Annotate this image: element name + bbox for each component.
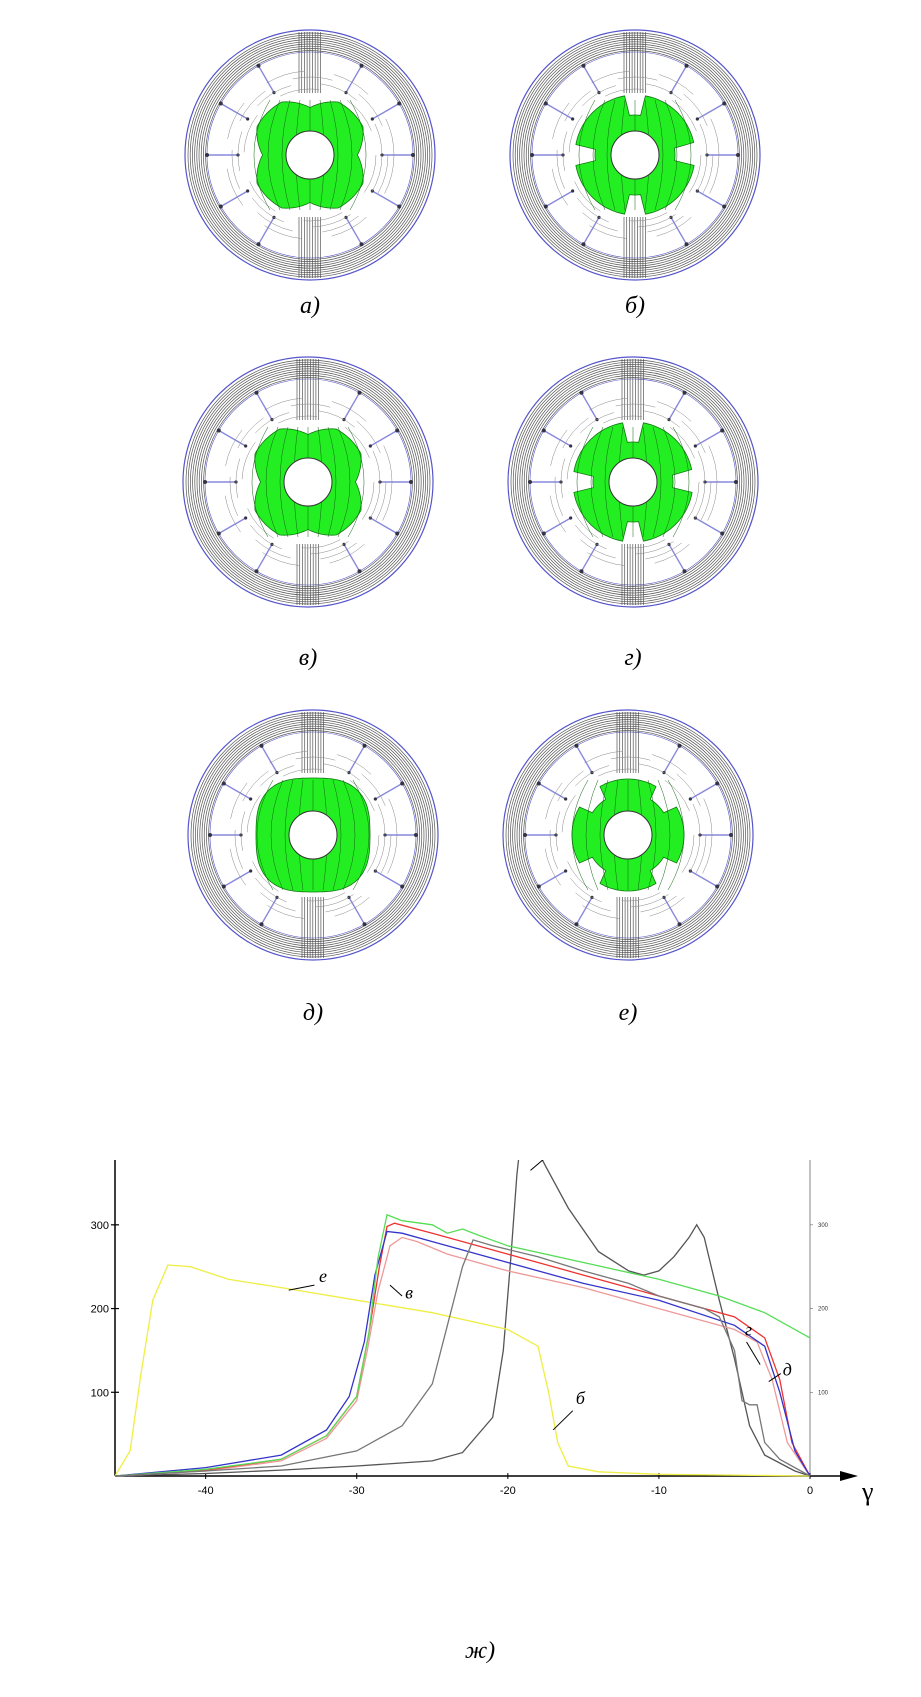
shaft-hole: [610, 130, 660, 180]
annotation-label-е: е: [319, 1266, 327, 1286]
annotation-leader-в: [389, 1284, 403, 1297]
x-tick-label-0: 0: [807, 1485, 813, 1497]
annotation-leader-г: [746, 1341, 761, 1365]
x-axis-arrow: [840, 1471, 858, 1481]
panel-caption-a: а): [300, 293, 320, 319]
y-tick-label-300: 300: [91, 1220, 109, 1232]
series-line-д: [114, 1230, 811, 1477]
chart-series-group: [114, 1160, 811, 1477]
right-tick-label-300: 300: [818, 1223, 829, 1229]
series-line-unlabeled-6: [114, 1239, 811, 1477]
annotation-label-г: г: [745, 1319, 752, 1339]
y-tick-label-100: 100: [91, 1387, 109, 1399]
panel-caption-v: в): [298, 645, 318, 671]
x-tick-label--20: -20: [500, 1485, 516, 1497]
x-axis-label: γ: [861, 1477, 874, 1506]
motor-cross-section-v: [182, 356, 434, 608]
series-line-б: [114, 1264, 811, 1477]
y-tick-label-200: 200: [91, 1304, 109, 1316]
annotation-label-б: б: [576, 1388, 586, 1408]
annotation-label-д: д: [783, 1360, 792, 1380]
motor-cross-section-e: [502, 709, 754, 961]
annotation-label-в: в: [405, 1283, 413, 1303]
panel-caption-e: е): [618, 1000, 638, 1026]
series-line-а: [114, 1160, 811, 1477]
right-tick-label-100: 100: [818, 1390, 829, 1396]
chart-annotation-group: аевгдб: [288, 1160, 792, 1431]
motor-cross-section-b: [509, 29, 761, 281]
annotation-leader-б: [552, 1410, 574, 1431]
shaft-hole: [603, 810, 653, 860]
motor-cross-section-g: [507, 356, 759, 608]
x-tick-label--30: -30: [349, 1485, 365, 1497]
panel-caption-b: б): [624, 293, 646, 319]
x-tick-label--10: -10: [651, 1485, 667, 1497]
chart-caption: ж): [464, 1638, 496, 1664]
annotation-leader-д: [768, 1373, 782, 1382]
shaft-hole: [608, 457, 658, 507]
series-line-е: [114, 1213, 811, 1477]
right-tick-label-200: 200: [818, 1307, 829, 1313]
shaft-hole: [285, 130, 335, 180]
shaft-hole: [283, 457, 333, 507]
panel-caption-g: г): [624, 645, 642, 671]
motor-cross-section-d: [187, 709, 439, 961]
torque-chart: M, Нмtγ100200300400100200300400-40-30-20…: [91, 1160, 874, 1506]
annotation-leader-е: [288, 1284, 315, 1291]
x-tick-label--40: -40: [198, 1485, 214, 1497]
annotation-leader-а: [530, 1160, 544, 1171]
shaft-hole: [288, 810, 338, 860]
series-line-г: [114, 1222, 811, 1477]
panel-caption-d: д): [302, 1000, 324, 1026]
motor-cross-section-a: [184, 29, 436, 281]
series-line-в: [114, 1236, 811, 1477]
